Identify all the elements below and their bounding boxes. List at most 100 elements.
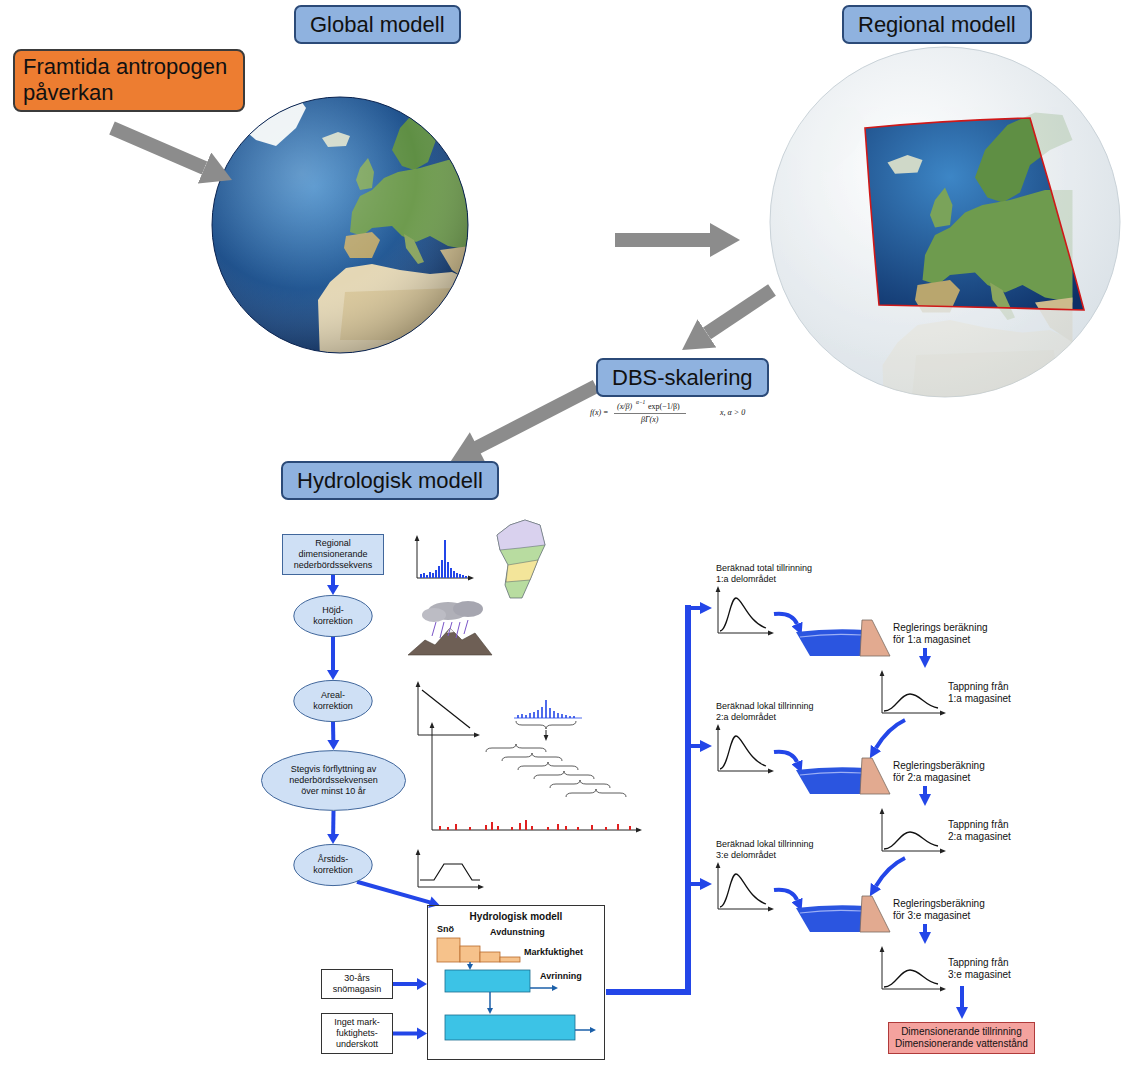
box-text: Hydrologisk modell xyxy=(428,911,604,922)
season-graph xyxy=(418,887,478,888)
step-caption: Regleringsberäkning för 2:a magasinet xyxy=(893,760,997,784)
shifted-sequence-graph xyxy=(516,721,576,729)
subarea-row xyxy=(718,730,940,851)
runoff-distribution xyxy=(606,605,688,995)
ocean xyxy=(212,97,468,353)
arrow-head xyxy=(327,740,339,750)
runoff-distribution xyxy=(688,744,700,748)
box-text: Inget mark- fuktighets- underskott xyxy=(326,1017,388,1050)
runoff-distribution xyxy=(688,882,700,886)
flow-arrow xyxy=(393,1028,427,1040)
flow-arrow xyxy=(327,722,339,750)
model-tanks xyxy=(469,962,471,964)
store-label: Markfuktighet xyxy=(524,947,583,958)
graph-caption: Tappning från 3:e magasinet xyxy=(948,957,1022,981)
box-text: Areal- korrektion xyxy=(305,690,361,712)
arrow-shaft xyxy=(331,811,335,835)
model-tanks xyxy=(530,987,552,989)
release-arrow xyxy=(876,720,905,748)
formula-part: βΓ(x) xyxy=(641,416,658,424)
store-label: Snö xyxy=(437,924,454,935)
sweden-map xyxy=(497,520,545,598)
oval-text-holder: Areal- korrektion xyxy=(305,690,361,712)
arrow-shaft xyxy=(331,575,335,586)
flow-arrow xyxy=(393,978,427,990)
result-arrow xyxy=(960,986,964,1007)
season-graph xyxy=(418,855,480,887)
box-text: DBS-skalering xyxy=(612,365,753,390)
oval-shape xyxy=(294,595,372,636)
flow-arrow xyxy=(615,233,710,247)
precipitation-bars xyxy=(417,541,418,578)
graph-caption: Tappning från 1:a magasinet xyxy=(948,681,1022,705)
arrow-head xyxy=(327,585,339,595)
input-box: Inget mark- fuktighets- underskott xyxy=(321,1013,393,1054)
model-tanks xyxy=(489,992,491,1008)
arrow-head xyxy=(417,1028,427,1040)
shifted-sequence-graph xyxy=(514,718,582,719)
cloud-mountain xyxy=(432,620,468,638)
box-text: Regional modell xyxy=(858,12,1016,37)
flow-arrow xyxy=(112,128,205,168)
runoff-distribution xyxy=(606,605,700,995)
heading-box: DBS-skalering xyxy=(596,358,769,397)
process-oval: Årstids- korrektion xyxy=(293,844,373,886)
shifted-sequence-graph xyxy=(440,820,630,830)
cloud-mountain xyxy=(453,601,483,617)
arrow-head xyxy=(327,834,339,844)
domain-outline xyxy=(865,118,1084,310)
global-globe xyxy=(212,94,470,360)
shifted-sequence-graph xyxy=(486,744,626,797)
sweden-map xyxy=(497,520,545,550)
model-tanks xyxy=(445,1015,575,1040)
step-caption: Regleringsberäkning för 3:e magasinet xyxy=(893,898,997,922)
result-box: Dimensionerande tillrinningDimensioneran… xyxy=(888,1022,1035,1054)
box-text: 30-års snömagasin xyxy=(326,973,388,995)
arrow-shaft xyxy=(331,637,335,671)
sweden-map xyxy=(506,560,538,582)
oval-text-holder: Årstids- korrektion xyxy=(305,854,361,876)
box-text: Stegvis förflyttning av nederbördssekven… xyxy=(280,764,388,797)
continents xyxy=(780,108,1073,441)
areal-reduction-graph xyxy=(422,690,470,728)
box-text: Årstids- korrektion xyxy=(305,854,361,876)
flow-arrow xyxy=(327,811,339,844)
model-tanks xyxy=(500,957,520,962)
graph-caption: Beräknad lokal tillrinning 2:a delområde… xyxy=(716,701,820,723)
arrow-shaft xyxy=(475,386,596,448)
input-box: Framtida antropogen påverkan xyxy=(13,49,245,112)
store-label: Avrinning xyxy=(540,971,582,982)
graph-caption: Beräknad lokal tillrinning 3:e delområde… xyxy=(716,839,820,861)
oval-shape xyxy=(294,844,372,885)
arrow-head xyxy=(417,978,427,990)
subarea-row xyxy=(718,868,940,989)
shifted-sequence-graph xyxy=(518,700,574,718)
runoff-distribution xyxy=(688,606,700,610)
box-text: Hydrologisk modell xyxy=(297,468,483,493)
arrow-head xyxy=(327,670,339,680)
model-tanks xyxy=(437,938,460,962)
box-text: Global modell xyxy=(310,12,445,37)
model-tanks xyxy=(575,1029,590,1031)
shifted-sequence-graph xyxy=(546,730,547,735)
precipitation-bars xyxy=(417,540,468,578)
arrow-shaft xyxy=(357,882,431,903)
process-oval: Areal- korrektion xyxy=(293,680,373,722)
heading-box: Regional modell xyxy=(842,5,1032,44)
formula-condition: x, α > 0 xyxy=(720,409,745,417)
arrow-shaft xyxy=(393,982,418,986)
oval-text-holder: Stegvis förflyttning av nederbördssekven… xyxy=(280,764,388,797)
formula-part: (x/β) xyxy=(617,403,632,411)
grey-arrows xyxy=(112,128,772,333)
flow-arrow xyxy=(707,290,772,333)
heading-box: Hydrologisk modell xyxy=(281,461,499,500)
shifted-sequence-graph xyxy=(432,700,636,830)
flow-arrow xyxy=(327,637,339,680)
input-box: 30-års snömagasin xyxy=(321,969,393,999)
shifted-sequence-graph xyxy=(432,728,433,830)
box-text: Höjd- korrektion xyxy=(305,605,361,627)
model-tanks xyxy=(445,970,530,992)
arrow-shaft xyxy=(331,722,335,741)
model-tanks xyxy=(437,938,590,1040)
